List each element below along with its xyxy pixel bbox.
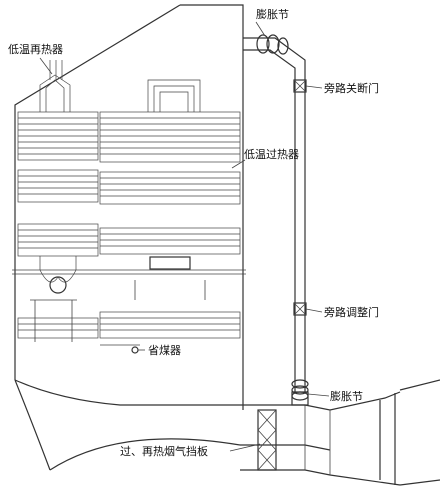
- bypass-pipe: [243, 37, 309, 406]
- bypass-shutoff-valve: [293, 79, 307, 93]
- economizer-label: 省煤器: [148, 344, 181, 357]
- bypass-shutoff-valve-label: 旁路关断门: [324, 81, 379, 95]
- flue-gas-damper: [257, 409, 277, 471]
- economizer-coils: [17, 280, 241, 354]
- flue-gas-damper-label: 过、再热烟气挡板: [120, 444, 208, 458]
- bypass-regulating-valve: [293, 302, 307, 316]
- expansion-joint-bottom-label: 膨胀节: [330, 389, 363, 403]
- low-temp-superheater-label: 低温过热器: [244, 148, 299, 161]
- bypass-regulating-valve-label: 旁路调整门: [324, 305, 379, 319]
- superheater-coils: [99, 79, 241, 270]
- expansion-joint-top: [256, 34, 289, 55]
- leader-lines: [39, 21, 330, 452]
- boiler-casing: [12, 4, 246, 471]
- low-temp-reheater-label: 低温再热器: [8, 43, 63, 56]
- expansion-joint-top-label: 膨胀节: [256, 7, 289, 21]
- reheater-coils: [17, 60, 99, 294]
- expansion-joint-bottom: [291, 379, 309, 401]
